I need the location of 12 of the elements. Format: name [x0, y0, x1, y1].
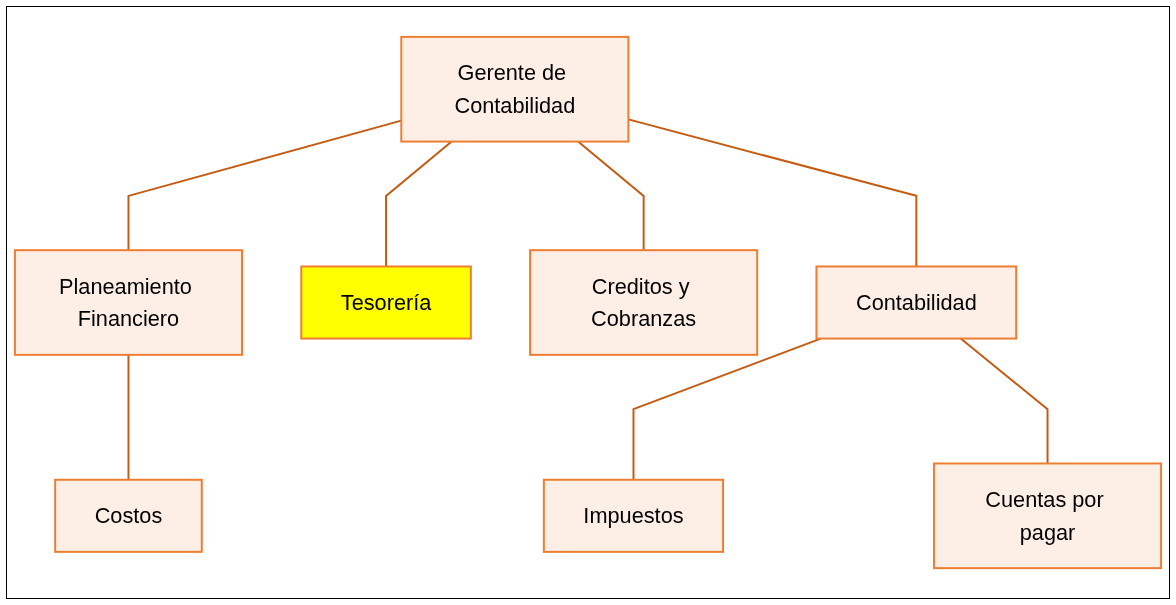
connector	[127, 353, 130, 481]
connector	[385, 140, 453, 268]
node-box: Gerente de Contabilidad	[400, 35, 630, 143]
node-box: Creditos y Cobranzas	[529, 249, 759, 356]
node-box: Cuentas por pagar	[933, 462, 1163, 570]
connector	[577, 140, 645, 252]
node-box: Impuestos	[542, 478, 725, 553]
node-box: Planeamiento Financiero	[13, 249, 243, 356]
connector	[959, 337, 1049, 465]
node-box: Tesorería	[300, 265, 472, 340]
node-box: Costos	[54, 478, 203, 553]
node-box: Contabilidad	[815, 265, 1018, 340]
